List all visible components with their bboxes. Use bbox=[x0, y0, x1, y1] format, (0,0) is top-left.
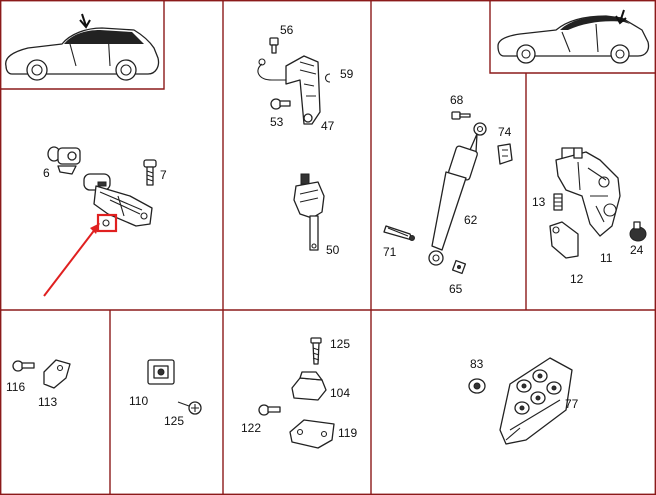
label-74: 74 bbox=[498, 125, 512, 139]
part-62[interactable] bbox=[428, 122, 487, 266]
label-83: 83 bbox=[470, 357, 484, 371]
part-56[interactable] bbox=[269, 37, 279, 54]
part-5-highlight[interactable] bbox=[96, 213, 118, 233]
car-icon bbox=[497, 9, 650, 64]
part-110[interactable] bbox=[147, 359, 175, 385]
label-62: 62 bbox=[464, 213, 478, 227]
part-125-screw-a[interactable] bbox=[177, 401, 202, 415]
part-68[interactable] bbox=[451, 111, 471, 120]
label-7: 7 bbox=[160, 168, 167, 182]
label-113: 113 bbox=[38, 395, 57, 409]
part-71[interactable] bbox=[383, 225, 415, 241]
part-83[interactable] bbox=[468, 378, 486, 394]
part-59[interactable] bbox=[324, 73, 331, 83]
part-50[interactable] bbox=[293, 173, 325, 251]
part-119[interactable] bbox=[289, 419, 335, 449]
car-icon bbox=[5, 13, 160, 81]
label-12: 12 bbox=[570, 272, 584, 286]
part-24[interactable] bbox=[629, 221, 647, 242]
part-125-screw-b[interactable] bbox=[310, 337, 322, 365]
label-125-b: 125 bbox=[330, 337, 350, 351]
label-56: 56 bbox=[280, 23, 294, 37]
part-113[interactable] bbox=[43, 359, 71, 389]
part-motor-47[interactable] bbox=[257, 55, 321, 125]
part-122[interactable] bbox=[258, 404, 281, 416]
label-11: 11 bbox=[600, 251, 613, 265]
latch-assembly[interactable] bbox=[83, 173, 153, 227]
part-11[interactable] bbox=[555, 147, 621, 237]
arrow-icon bbox=[79, 13, 91, 29]
part-65[interactable] bbox=[451, 259, 467, 275]
part-74[interactable] bbox=[497, 143, 513, 165]
label-6: 6 bbox=[43, 166, 50, 180]
label-24: 24 bbox=[630, 243, 644, 257]
part-77[interactable] bbox=[499, 357, 573, 445]
label-119: 119 bbox=[338, 426, 357, 440]
label-125-a: 125 bbox=[164, 414, 184, 428]
part-53[interactable] bbox=[270, 98, 291, 110]
label-77: 77 bbox=[565, 397, 579, 411]
arrow-icon bbox=[43, 223, 100, 297]
part-13[interactable] bbox=[553, 193, 563, 211]
label-47: 47 bbox=[321, 119, 335, 133]
part-7[interactable] bbox=[143, 159, 157, 186]
label-110: 110 bbox=[129, 394, 148, 408]
part-116[interactable] bbox=[12, 360, 35, 372]
label-68: 68 bbox=[450, 93, 464, 107]
label-50: 50 bbox=[326, 243, 340, 257]
label-13: 13 bbox=[532, 195, 546, 209]
label-122: 122 bbox=[241, 421, 261, 435]
part-104[interactable] bbox=[291, 371, 327, 401]
label-53: 53 bbox=[270, 115, 284, 129]
label-59: 59 bbox=[340, 67, 354, 81]
label-65: 65 bbox=[449, 282, 463, 296]
part-12[interactable] bbox=[549, 221, 579, 259]
part-6[interactable] bbox=[47, 146, 81, 175]
label-116: 116 bbox=[6, 380, 25, 394]
label-71: 71 bbox=[383, 245, 397, 259]
label-104: 104 bbox=[330, 386, 350, 400]
